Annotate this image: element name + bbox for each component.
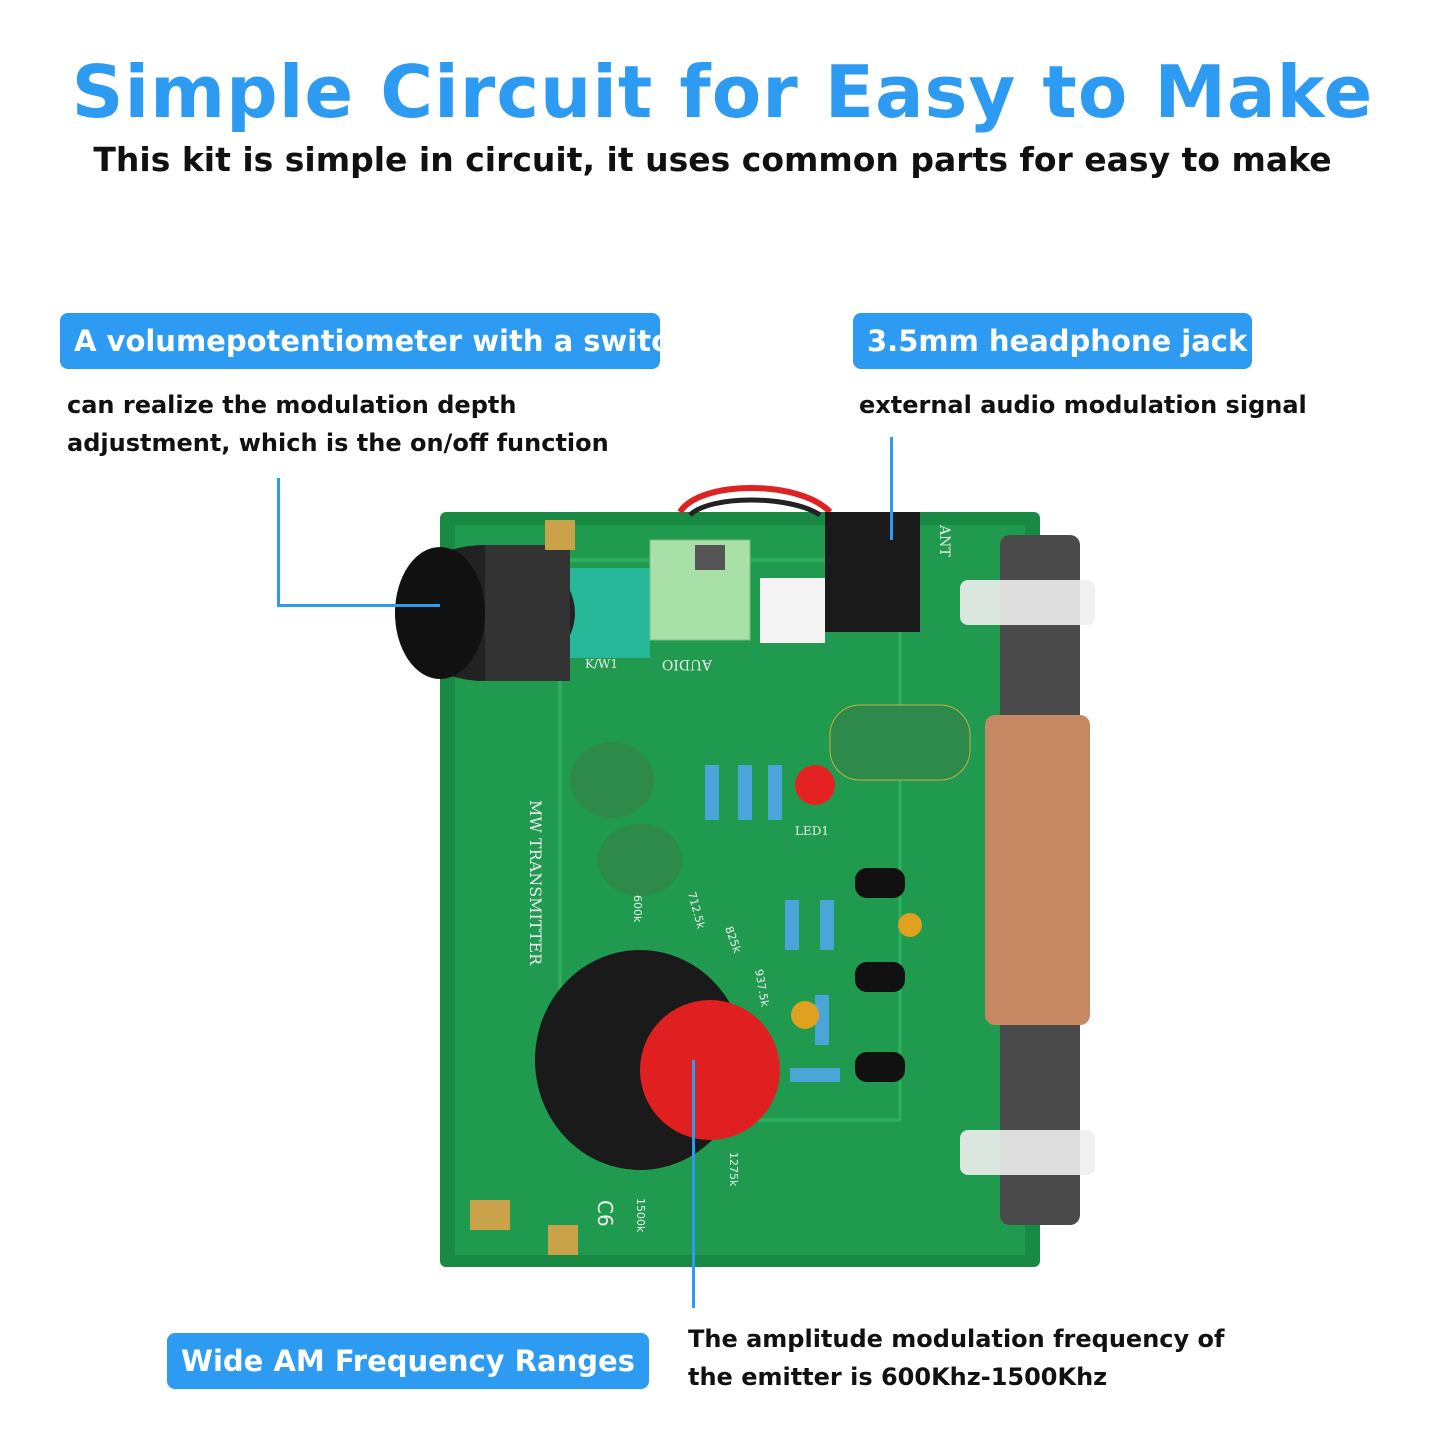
leader-line	[277, 604, 440, 607]
page-title: Simple Circuit for Easy to Make	[71, 50, 1374, 134]
capacitor	[598, 824, 682, 896]
callout-potentiometer-desc: can realize the modulation depth adjustm…	[67, 386, 609, 462]
board-c6-label: C6	[593, 1200, 617, 1227]
page-subtitle: This kit is simple in circuit, it uses c…	[93, 140, 1332, 179]
desc-line: The amplitude modulation frequency of	[688, 1325, 1225, 1353]
callout-jack-label: 3.5mm headphone jack	[853, 313, 1252, 369]
dc-jack	[825, 512, 920, 632]
desc-line: the emitter is 600Khz-1500Khz	[688, 1363, 1108, 1391]
desc-line: can realize the modulation depth	[67, 391, 517, 419]
callout-jack-desc: external audio modulation signal	[859, 386, 1307, 424]
capacitor	[829, 704, 971, 781]
leader-line	[277, 478, 280, 607]
board-led-label: LED1	[795, 824, 829, 838]
tuning-knob-cap	[640, 1000, 780, 1140]
connector	[760, 578, 825, 643]
freq-label: 1500k	[634, 1198, 647, 1233]
callout-frequency-desc: The amplitude modulation frequency of th…	[688, 1320, 1224, 1396]
board-ant-label: ANT	[936, 524, 952, 557]
callout-potentiometer-label: A volumepotentiometer with a switch	[60, 313, 689, 369]
capacitor	[570, 742, 654, 818]
board-audio-label: AUDIO	[662, 656, 713, 672]
led	[795, 765, 835, 805]
leader-line	[890, 437, 893, 540]
callout-frequency-label: Wide AM Frequency Ranges	[167, 1333, 649, 1389]
freq-label: 1275k	[727, 1152, 740, 1187]
desc-line: external audio modulation signal	[859, 391, 1307, 419]
desc-line: adjustment, which is the on/off function	[67, 429, 609, 457]
potentiometer-body	[570, 568, 650, 658]
board-kw-label: K/W1	[585, 657, 618, 671]
leader-line	[692, 1060, 695, 1308]
board-name: MW TRANSMITTER	[526, 800, 545, 966]
antenna-coil	[985, 715, 1090, 1025]
freq-label: 600k	[631, 895, 644, 923]
